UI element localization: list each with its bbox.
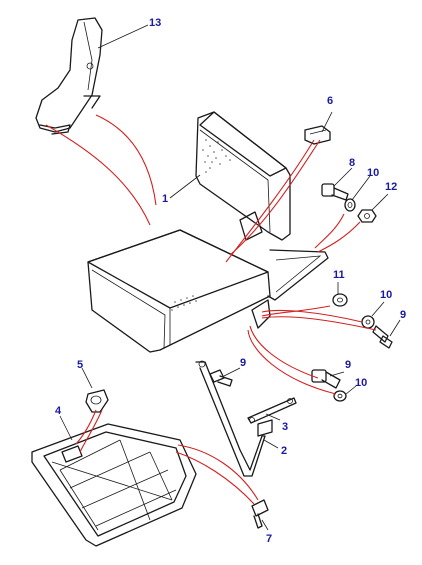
part-4-base-tray [31, 423, 197, 547]
callout-11: 11 [333, 269, 345, 281]
part-11-washer [332, 293, 348, 307]
callout-10-bottom: 10 [355, 377, 367, 389]
part-10-washer-bottom [333, 390, 347, 402]
part-9-bolt-left [209, 369, 233, 387]
callout-labels: 13 1 6 8 10 12 11 10 9 9 9 10 3 2 5 4 7 [55, 17, 406, 545]
part-8-bolt [321, 183, 349, 201]
callout-8: 8 [349, 157, 355, 169]
part-3-link [247, 397, 297, 424]
callout-4: 4 [55, 405, 62, 417]
part-10-washer-middle [361, 315, 375, 329]
part-7-screw [251, 499, 269, 529]
part-10-washer-top [344, 198, 356, 212]
assembly-leaders [45, 114, 377, 505]
callout-10-top: 10 [367, 167, 379, 179]
callout-9-middle: 9 [345, 359, 351, 371]
callout-1: 1 [162, 193, 168, 205]
part-6-clip [304, 125, 331, 145]
callout-12: 12 [385, 181, 397, 193]
part-12-nut [357, 209, 377, 223]
part-2-stay-bar [195, 360, 273, 477]
callout-9-right: 9 [400, 309, 406, 321]
part-13-side-panel [35, 17, 103, 135]
callout-9-left: 9 [240, 357, 246, 369]
callout-2: 2 [281, 445, 287, 457]
part-9-bolt-middle [311, 369, 341, 389]
part-9-bolt-right [372, 325, 393, 349]
callout-5: 5 [77, 359, 83, 371]
callout-10-middle: 10 [380, 289, 392, 301]
part-1-seat [87, 111, 329, 353]
callout-leaders [59, 24, 401, 531]
callout-3: 3 [282, 421, 288, 433]
callout-13: 13 [149, 17, 161, 29]
callout-7: 7 [266, 533, 272, 545]
part-5-grommet [85, 389, 109, 413]
callout-6: 6 [327, 95, 333, 107]
